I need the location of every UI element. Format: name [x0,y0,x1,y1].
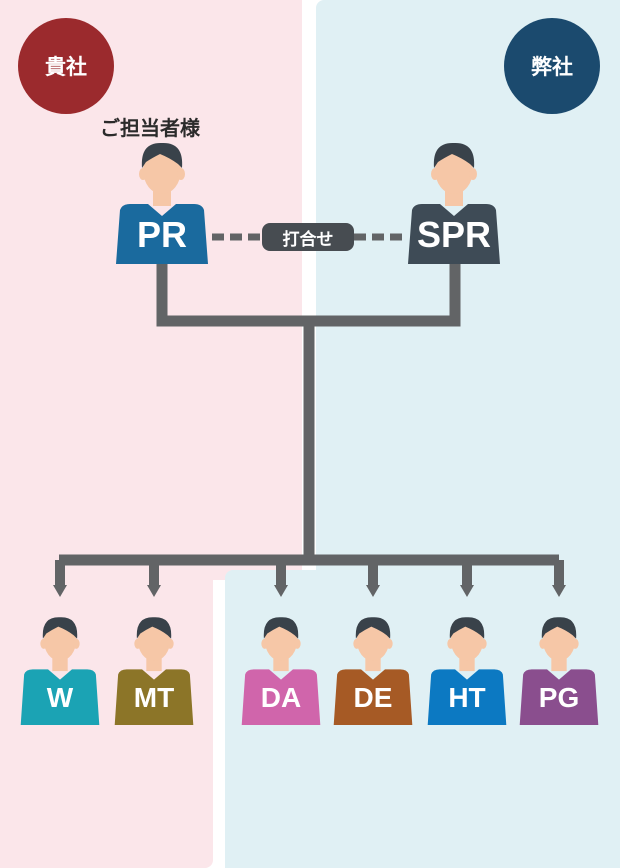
connector-line [156,262,461,327]
arrow-head-icon [53,585,67,597]
connector-drop [276,560,286,586]
company-badge: 弊社 [504,18,600,114]
person-spr-label: SPR [416,214,492,255]
connector-drop [368,560,378,586]
person-pr: PR [114,138,210,264]
person-icon [519,617,599,725]
person-icon [427,617,507,725]
person-mt-label: MT [133,682,175,714]
person-spr: SPR [406,138,502,264]
connector-drop [149,560,159,586]
person-icon [20,617,100,725]
person-pg-label: PG [538,682,580,714]
person-da: DA [240,613,322,725]
person-da-label: DA [260,682,302,714]
meeting-label: 打合せ [262,223,354,251]
person-de: DE [332,613,414,725]
person-ht-label: HT [448,682,486,714]
arrow-head-icon [147,585,161,597]
connector-drop [462,560,472,586]
person-icon [116,142,208,264]
connector-drop [554,560,564,586]
client-badge: 貴社 [18,18,114,114]
arrow-head-icon [274,585,288,597]
connector-drop [55,560,65,586]
person-de-label: DE [353,682,393,714]
person-mt: MT [113,613,195,725]
person-w-label: W [46,682,74,714]
arrow-head-icon [460,585,474,597]
arrow-head-icon [552,585,566,597]
person-icon [333,617,413,725]
client-contact-caption: ご担当者様 [100,116,200,140]
person-ht: HT [426,613,508,725]
arrow-head-icon [366,585,380,597]
person-w: W [19,613,101,725]
person-icon [241,617,321,725]
person-pr-label: PR [136,214,187,255]
person-icon [408,142,500,264]
person-pg: PG [518,613,600,725]
person-icon [114,617,194,725]
